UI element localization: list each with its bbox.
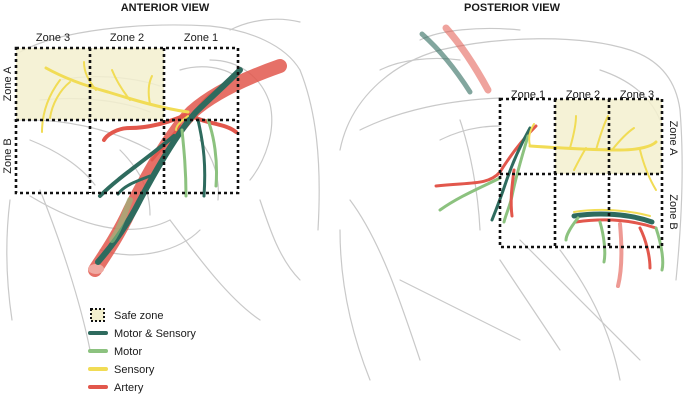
anterior-view: ANTERIOR VIEW xyxy=(2,2,320,351)
anterior-zone-1-label: Zone 1 xyxy=(184,32,218,44)
legend-sensory-label: Sensory xyxy=(114,364,155,376)
legend-safe-zone-label: Safe zone xyxy=(114,310,164,322)
legend-safe-zone-swatch xyxy=(90,308,105,322)
posterior-lower-bundle xyxy=(564,208,665,288)
posterior-zone-grid xyxy=(498,97,664,249)
legend-motor-sensory-label: Motor & Sensory xyxy=(114,328,196,340)
legend-artery-label: Artery xyxy=(114,382,144,394)
posterior-zone-2-label: Zone 2 xyxy=(566,89,600,101)
posterior-upper-vessels xyxy=(419,24,492,95)
anterior-zone-3-label: Zone 3 xyxy=(36,32,70,44)
posterior-shoulder-outline xyxy=(339,27,683,381)
anterior-zone-2-label: Zone 2 xyxy=(110,32,144,44)
posterior-zone-3-label: Zone 3 xyxy=(620,89,654,101)
anterior-zone-grid xyxy=(14,46,240,195)
posterior-view: POSTERIOR VIEW xyxy=(339,2,683,381)
legend-motor-label: Motor xyxy=(114,346,142,358)
anterior-sensory-nerves xyxy=(41,61,190,133)
posterior-view-title: POSTERIOR VIEW xyxy=(464,2,561,14)
anterior-zone-a-label: Zone A xyxy=(2,66,14,102)
legend: Safe zone Motor & Sensory Motor Sensory … xyxy=(88,308,196,394)
posterior-zone-a-label: Zone A xyxy=(667,121,679,157)
posterior-zone-b-label: Zone B xyxy=(667,194,679,229)
anterior-zone-b-label: Zone B xyxy=(2,138,14,173)
posterior-zone-1-label: Zone 1 xyxy=(511,89,545,101)
anterior-view-title: ANTERIOR VIEW xyxy=(121,2,210,14)
